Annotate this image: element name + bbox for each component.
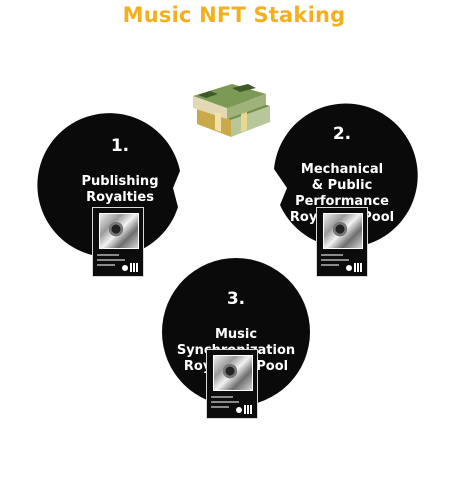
page-title: Music NFT Staking (122, 3, 346, 27)
pool-2-circle (274, 103, 418, 248)
pool-1-circle (37, 113, 180, 258)
qr-code-icon (244, 405, 253, 414)
money-stack-icon (193, 84, 270, 137)
pool-2-nft-card (316, 207, 368, 277)
pool-1-nft-card (92, 207, 144, 277)
pool-2-name: Mechanical & Public Performance Royaltie… (290, 162, 395, 225)
nft-badge-icon (122, 265, 128, 271)
nft-artwork (99, 213, 139, 249)
nft-artwork (323, 213, 363, 249)
pool-3-number: 3. (226, 289, 246, 309)
qr-code-icon (354, 263, 363, 272)
pool-2-label: 2. Mechanical & Public Performance Royal… (282, 108, 402, 226)
pool-3-circle (162, 258, 310, 406)
pool-3-nft-card (206, 349, 258, 419)
pool-1-number: 1. (110, 136, 130, 156)
pool-2-number: 2. (332, 124, 352, 144)
nft-artwork (213, 355, 253, 391)
nft-badge-icon (236, 407, 242, 413)
qr-code-icon (130, 263, 139, 272)
nft-badge-icon (346, 265, 352, 271)
